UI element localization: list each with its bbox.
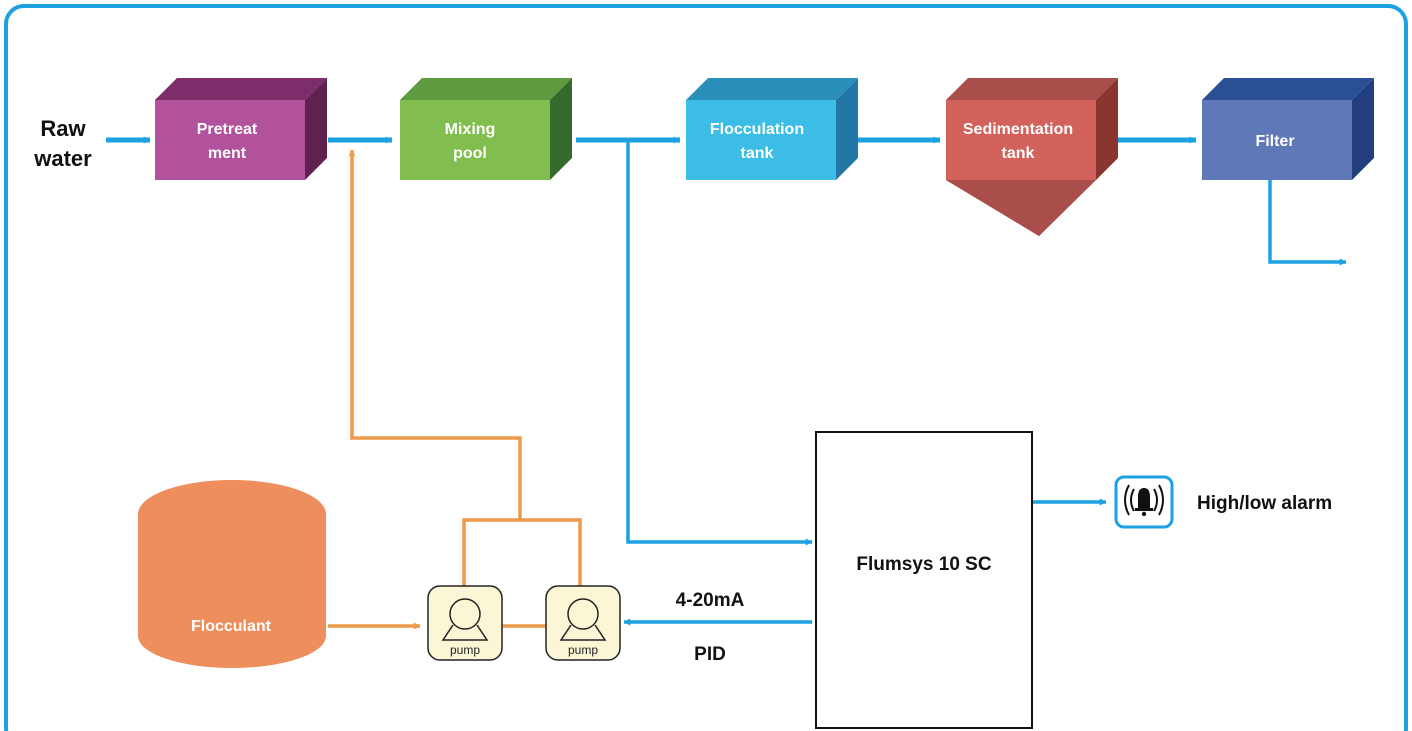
mixing-pool-front-face	[400, 100, 550, 180]
pump-2: pump	[545, 585, 621, 661]
mixing-pool-top-face	[400, 78, 572, 100]
filter-outlet-line	[1268, 178, 1347, 266]
pretreatment-front-face	[155, 100, 305, 180]
flocculation-tank-front-face	[686, 100, 836, 180]
sedimentation-tank-label-line1: Sedimentation	[963, 121, 1073, 138]
flocculation-tank-label-line2: tank	[741, 145, 774, 162]
dosing-line-to-inlet	[348, 149, 522, 520]
sample-line-to-controller	[626, 140, 813, 546]
flocculant-tank-top	[138, 480, 326, 548]
pump-1-base	[441, 624, 489, 641]
pump-manifold	[462, 518, 582, 588]
process-units: PretreatmentMixingpoolFlocculationtankSe…	[155, 78, 1374, 236]
flocculant-tank: Flocculant	[138, 480, 326, 668]
dosing-lines	[328, 149, 582, 630]
pretreatment-label-line1: Pretreat	[197, 121, 258, 138]
mixing-pool-label-line1: Mixing	[445, 121, 496, 138]
mixing-pool-label-line2: pool	[453, 145, 487, 162]
controller-unit: Flumsys 10 SC	[815, 431, 1033, 729]
sedimentation-tank-top-face	[946, 78, 1118, 100]
flocculant-tank-body	[138, 514, 326, 668]
signal-label-current: 4-20mA	[676, 590, 745, 611]
sedimentation-tank-hopper-front	[946, 180, 1096, 236]
sedimentation-tank-side-face	[1096, 78, 1118, 180]
pump-1-body	[427, 585, 503, 661]
flocculation-tank-side-face	[836, 78, 858, 180]
alarm-bell-clapper	[1141, 511, 1147, 517]
sedimentation-tank-label-line2: tank	[1002, 145, 1035, 162]
pump-1-icon	[449, 598, 481, 630]
mixing-pool: Mixing pool	[400, 78, 572, 180]
water-flow-lines	[106, 136, 1347, 626]
flocculation-tank: Flocculation tank	[686, 78, 858, 180]
raw-water-label-line1: Raw	[40, 116, 86, 141]
pump-1: pump	[427, 585, 503, 661]
filter-front-face	[1202, 100, 1352, 180]
alarm-indicator: High/low alarm	[1114, 475, 1332, 529]
controller-box	[815, 431, 1033, 729]
pump-1-label: pump	[450, 643, 480, 657]
alarm-wave-right-outer	[1158, 484, 1164, 516]
sedimentation-tank-front-face	[946, 100, 1096, 180]
alarm-wave-left-inner	[1130, 488, 1135, 512]
filter: Filter	[1202, 78, 1374, 180]
pretreatment-top-face	[155, 78, 327, 100]
filter-side-face	[1352, 78, 1374, 180]
pretreatment: Pretreat ment	[155, 78, 327, 180]
diagram-frame	[4, 4, 1408, 731]
pretreatment-side-face	[305, 78, 327, 180]
pump-2-body	[545, 585, 621, 661]
filter-top-face	[1202, 78, 1374, 100]
alarm-wave-right-inner	[1153, 488, 1158, 512]
mixing-pool-side-face	[550, 78, 572, 180]
raw-water-label-line2: water	[33, 146, 92, 171]
pump-2-icon	[567, 598, 599, 630]
flocculation-tank-label-line1: Flocculation	[710, 121, 804, 138]
alarm-wave-left-outer	[1124, 484, 1130, 516]
signal-label-pid: PID	[694, 644, 726, 665]
alarm-bell-rim	[1135, 508, 1153, 511]
flocculant-label: Flocculant	[191, 618, 272, 635]
controller-label: Flumsys 10 SC	[856, 554, 991, 575]
pretreatment-label-line2: ment	[208, 145, 247, 162]
pump-2-label: pump	[568, 643, 598, 657]
pump-2-base	[559, 624, 607, 641]
flocculation-tank-top-face	[686, 78, 858, 100]
alarm-label: High/low alarm	[1197, 493, 1332, 514]
sedimentation-tank: Sedimentation tank	[946, 78, 1118, 236]
filter-label-line1: Filter	[1255, 133, 1294, 150]
alarm-bell-shape	[1138, 488, 1150, 509]
